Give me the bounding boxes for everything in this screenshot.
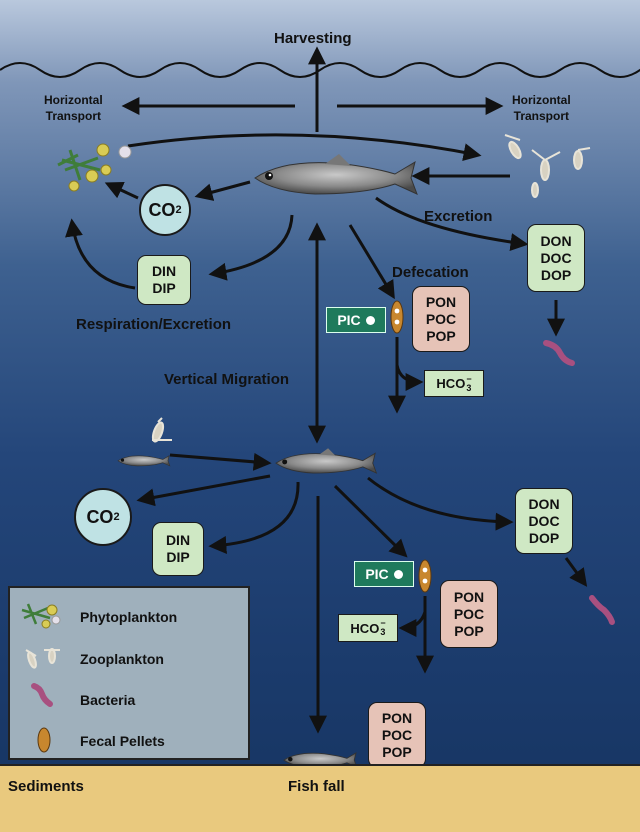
excretion-label: Excretion — [424, 208, 493, 225]
legend-label-fecal-pellets: Fecal Pellets — [80, 733, 165, 749]
legend-label-zooplankton: Zooplankton — [80, 651, 164, 667]
pic-box-surface: PIC — [326, 307, 386, 333]
fecal-pellet-icon-deep — [418, 559, 432, 593]
sediments-label: Sediments — [8, 778, 84, 795]
fish-icon-deep — [275, 448, 378, 474]
legend-icons — [21, 603, 61, 753]
pic-particle-icon — [365, 315, 375, 325]
fecal-pellet-icon-surface — [390, 300, 404, 334]
din-dip-box-deep: DIN DIP — [152, 522, 204, 576]
sea-surface-wave — [0, 62, 640, 78]
bacteria-icon — [31, 683, 53, 707]
don-doc-dop-box-deep: DON DOC DOP — [515, 488, 573, 554]
bacteria-icon-surface — [543, 340, 575, 366]
phytoplankton-icon-surface — [57, 143, 132, 192]
horizontal-transport-left-label: Horizontal Transport — [44, 93, 103, 123]
co2-to-phyto-arrow — [104, 181, 139, 200]
legend: Phytoplankton Zooplankton Bacteria Fecal… — [8, 586, 250, 760]
deep-fish-to-co2-arrow — [136, 474, 271, 507]
sediment-layer: Sediments Fish fall — [0, 764, 640, 832]
respiration-excretion-label: Respiration/Excretion — [76, 316, 232, 333]
fish-to-din-arrow — [208, 214, 294, 281]
deep-dom-to-bacteria-arrow — [564, 557, 588, 587]
pic-particle-icon — [393, 569, 403, 579]
zooplankton-icon-deep — [151, 417, 172, 443]
phytoplankton-icon — [21, 603, 61, 629]
pon-poc-pop-box-deep: PON POC POP — [440, 580, 498, 648]
fecal-pellet-icon — [37, 727, 51, 753]
deep-defecation-arrow — [333, 484, 408, 558]
defecation-arrow — [348, 224, 395, 300]
fish-to-co2-arrow — [194, 180, 251, 201]
fish-icon-surface — [254, 154, 418, 195]
fish-fall-label: Fish fall — [288, 778, 345, 795]
pon-poc-pop-box-surface: PON POC POP — [412, 286, 470, 352]
pic-box-deep: PIC — [354, 561, 414, 587]
harvesting-label: Harvesting — [274, 30, 352, 47]
horizontal-transport-right-label: Horizontal Transport — [512, 93, 571, 123]
hco3-box-deep: HCO−3 — [338, 614, 398, 642]
deep-pellet-to-hco3-arrow — [398, 611, 427, 637]
legend-label-phytoplankton: Phytoplankton — [80, 609, 178, 625]
pellet-to-hco3-arrow — [395, 364, 424, 391]
deep-fish-excretion-arrow — [367, 476, 514, 531]
don-doc-dop-box-surface: DON DOC DOP — [527, 224, 585, 292]
hco3-box-surface: HCO−3 — [424, 370, 484, 397]
din-to-phyto-arrow — [65, 218, 136, 290]
zooplankton-icon-surface — [504, 134, 591, 198]
zooplankton-icon — [25, 648, 60, 669]
pon-poc-pop-box-fish-fall: PON POC POP — [368, 702, 426, 768]
legend-label-bacteria: Bacteria — [80, 692, 136, 708]
deep-fish-to-din-arrow — [208, 481, 300, 554]
din-dip-box-surface: DIN DIP — [137, 255, 191, 305]
excretion-arrow — [375, 196, 529, 252]
prey-fish-icon — [117, 454, 171, 467]
vertical-migration-label: Vertical Migration — [164, 371, 290, 388]
defecation-label: Defecation — [392, 264, 469, 281]
prey-to-deep-fish-arrow — [169, 452, 272, 471]
fish-fall-icon — [283, 751, 358, 769]
bacteria-icon-deep — [589, 595, 615, 625]
phyto-to-zoo-arrow — [127, 133, 482, 162]
